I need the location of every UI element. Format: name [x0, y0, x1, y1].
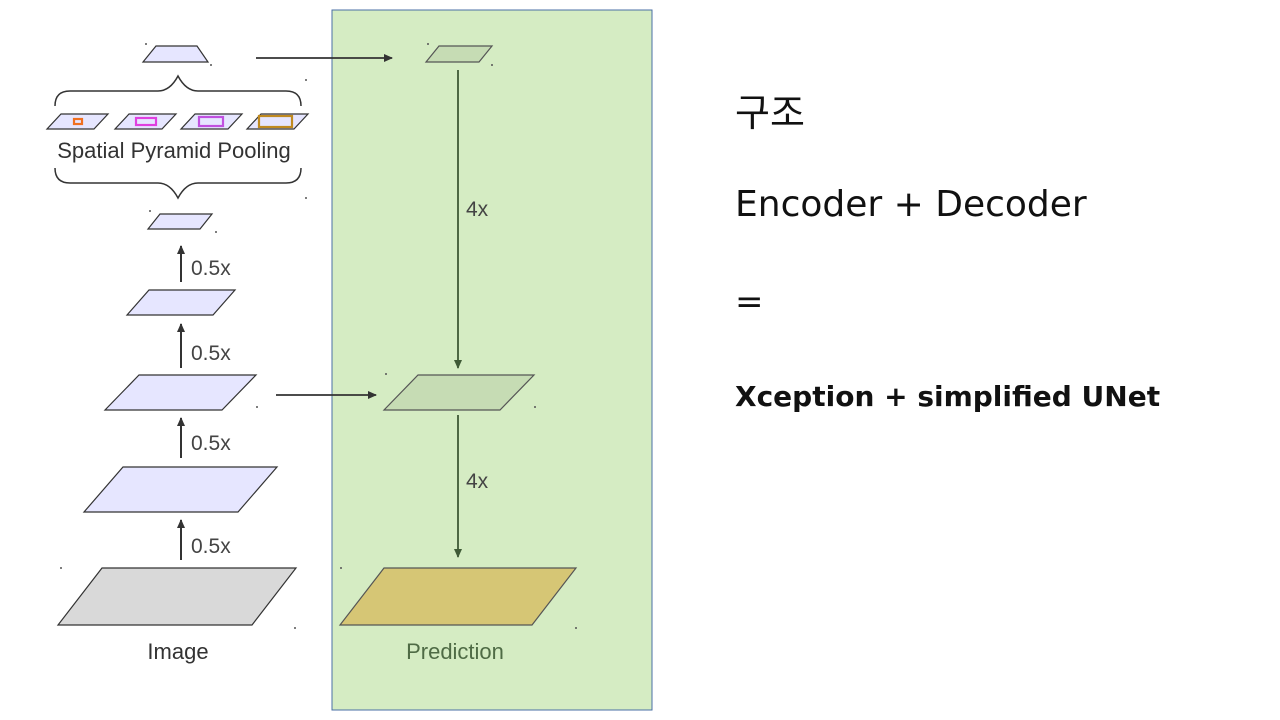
encoder-feature-map-3: [82, 466, 279, 513]
encoder-step-label-1: 0.5x: [191, 535, 231, 558]
equals-sign: =: [735, 282, 764, 322]
pool-accent-4: [257, 114, 294, 129]
pool-map-2: [113, 113, 178, 130]
decoder-feature-map-top: [424, 45, 494, 63]
input-label: Image: [147, 639, 208, 664]
encoder-step-label-4: 0.5x: [191, 257, 231, 280]
encoder-feature-map-4: [103, 374, 258, 411]
spp-top-brace: [54, 74, 302, 107]
slide-title: 구조: [735, 91, 805, 135]
decoder-feature-map-middle: [382, 374, 536, 411]
architecture-detail: Xception + simplified UNet: [735, 380, 1161, 413]
pool-accent-2: [134, 116, 158, 127]
decoder-step-label-2: 4x: [466, 470, 489, 493]
spp-bottom-brace: [54, 167, 302, 200]
spp-label: Spatial Pyramid Pooling: [57, 138, 291, 163]
encoder-feature-map-5: [125, 289, 237, 316]
pool-map-3: [179, 113, 244, 130]
guide-dots: [60, 43, 577, 629]
decoder-step-label-1: 4x: [466, 198, 489, 221]
pool-accent-3: [197, 115, 225, 128]
prediction-label: Prediction: [406, 639, 504, 664]
encoder-step-label-3: 0.5x: [191, 342, 231, 365]
pool-map-1: [45, 113, 110, 130]
input-image-map: [56, 567, 298, 626]
encoder-feature-map-top: [141, 45, 210, 63]
prediction-map: [338, 567, 578, 626]
encoder-step-label-2: 0.5x: [191, 432, 231, 455]
architecture-formula: Encoder + Decoder: [735, 184, 1087, 225]
encoder-feature-map-6: [146, 213, 214, 230]
pool-accent-1: [72, 117, 84, 126]
